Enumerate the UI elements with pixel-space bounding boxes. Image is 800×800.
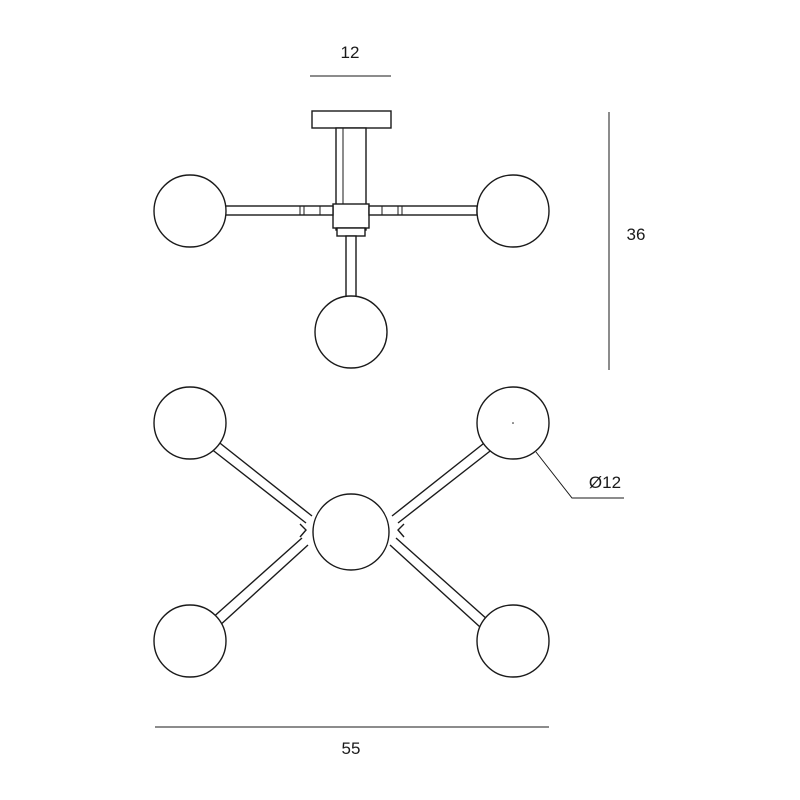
dim-globe-diameter: Ø12	[535, 451, 624, 499]
side-globe-left	[153, 174, 227, 248]
side-canopy-plate	[311, 110, 392, 129]
side-hub	[332, 203, 370, 229]
side-arm-left	[224, 205, 334, 216]
side-view	[153, 110, 550, 369]
dim-canopy-width: 12	[310, 43, 391, 77]
top-arm-upper-right	[391, 439, 495, 524]
top-arm-lower-right	[389, 537, 489, 628]
side-globe-bottom	[314, 295, 388, 369]
dim-overall-width: 55	[155, 726, 549, 758]
top-arm-upper-left	[209, 439, 313, 524]
side-globe-right	[476, 174, 550, 248]
top-joint-left	[299, 523, 307, 538]
dim-height: 36	[608, 112, 646, 370]
top-view	[153, 386, 550, 678]
dim-canopy-width-label: 12	[341, 43, 360, 62]
dim-globe-leader	[535, 451, 624, 499]
top-globe-lower-left	[153, 604, 227, 678]
top-joint-right	[397, 523, 405, 538]
dim-overall-width-label: 55	[342, 739, 361, 758]
side-arm-right	[368, 205, 478, 216]
dim-height-label: 36	[627, 225, 646, 244]
top-globe-lower-right	[476, 604, 550, 678]
top-globe-center	[312, 493, 390, 571]
side-hub-collar	[336, 227, 366, 237]
top-globe-upper-left	[153, 386, 227, 460]
side-down-rod	[345, 235, 357, 299]
dim-globe-diameter-label: Ø12	[589, 473, 621, 492]
top-arm-lower-left	[209, 537, 309, 628]
